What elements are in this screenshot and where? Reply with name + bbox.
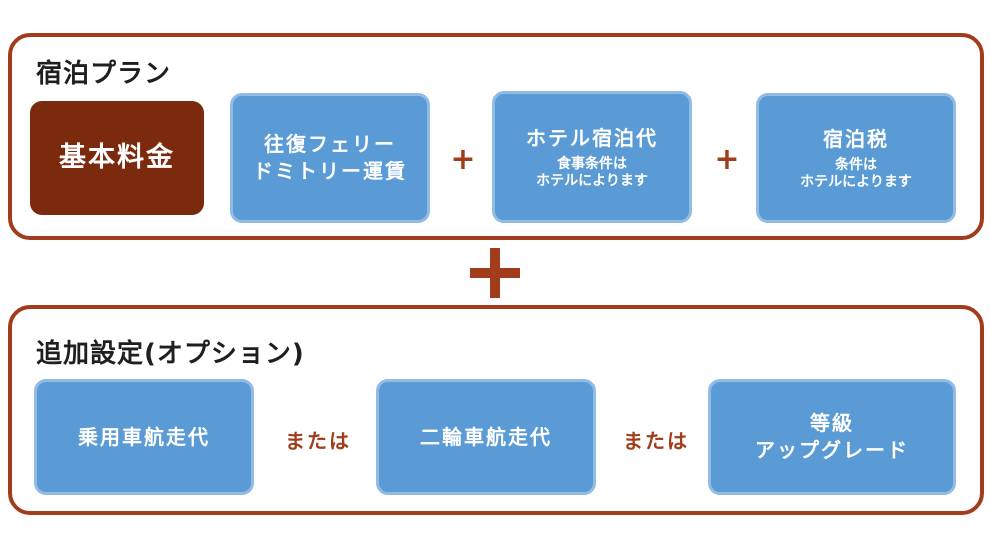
accommodation-tax-box: 宿泊税 条件は ホテルによります: [756, 93, 956, 223]
or-label-1: または: [285, 429, 351, 453]
ferry-fare-box: 往復フェリー ドミトリー運賃: [230, 93, 430, 223]
class-upgrade-line2: アップグレード: [755, 438, 909, 462]
options-panel: 追加設定(オプション) 乗用車航走代 または 二輪車航走代 または 等級 アップ…: [8, 305, 984, 515]
hotel-fee-title: ホテル宿泊代: [526, 125, 658, 150]
accommodation-tax-title: 宿泊税: [823, 126, 889, 151]
big-plus-sign: [470, 248, 520, 298]
hotel-fee-note-2: ホテルによります: [536, 172, 648, 189]
or-label-2: または: [623, 429, 689, 453]
class-upgrade-box: 等級 アップグレード: [708, 379, 956, 495]
car-fare-label: 乗用車航走代: [78, 424, 210, 449]
accommodation-tax-note-2: ホテルによります: [800, 173, 912, 190]
motorcycle-fare-label: 二輪車航走代: [420, 424, 552, 449]
accommodation-tax-note-1: 条件は: [835, 156, 877, 173]
plus-sign-2: +: [714, 142, 740, 177]
base-fee-label: 基本料金: [59, 141, 175, 173]
car-fare-box: 乗用車航走代: [34, 379, 254, 495]
ferry-fare-line2: ドミトリー運賃: [253, 159, 407, 183]
stay-plan-title: 宿泊プラン: [36, 59, 172, 89]
base-fee-box: 基本料金: [30, 101, 204, 215]
motorcycle-fare-box: 二輪車航走代: [376, 379, 596, 495]
ferry-fare-line1: 往復フェリー: [264, 132, 396, 156]
plus-sign-1: +: [450, 142, 476, 177]
big-plus-vertical-bar: [490, 248, 500, 298]
class-upgrade-line1: 等級: [810, 411, 854, 435]
hotel-fee-box: ホテル宿泊代 食事条件は ホテルによります: [492, 91, 692, 223]
hotel-fee-note-1: 食事条件は: [557, 155, 627, 172]
stay-plan-panel: 宿泊プラン 基本料金 往復フェリー ドミトリー運賃 + ホテル宿泊代 食事条件は…: [8, 33, 984, 240]
options-title: 追加設定(オプション): [36, 339, 305, 369]
